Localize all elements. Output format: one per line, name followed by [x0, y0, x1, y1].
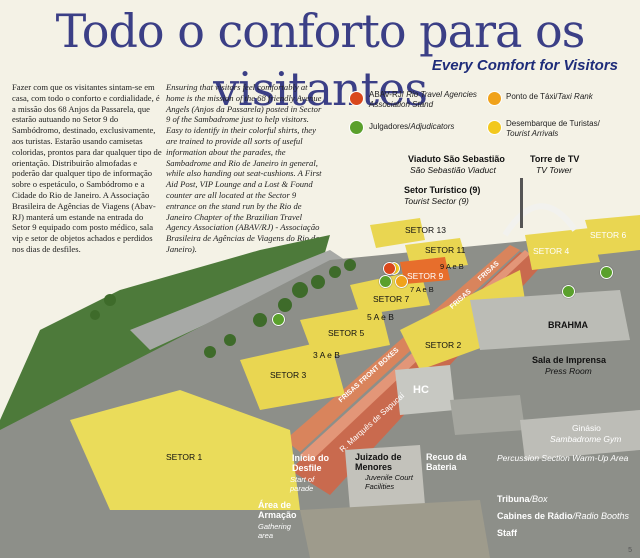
- recuo-label: Recuo da Bateria: [426, 452, 467, 472]
- setor-turistico-label: Setor Turístico (9): [404, 185, 481, 195]
- gym-building: [520, 410, 640, 460]
- tribuna-label-en: /Box: [529, 494, 548, 504]
- legend-taxi-pt: Ponto de Táxi/: [506, 92, 558, 101]
- frisas-front-boxes: [285, 245, 520, 452]
- torre-label: Torre de TV: [530, 154, 580, 164]
- page-number: 5: [628, 547, 632, 554]
- judges-pin[interactable]: [562, 285, 575, 298]
- setor-5ab-label: 5 A e B: [367, 312, 394, 322]
- brahma-label: BRAHMA: [548, 320, 588, 330]
- setor-9ab-label: 9 A e B: [440, 262, 464, 271]
- tourist-arrivals-icon: [487, 120, 502, 135]
- percussion-label: Percussion Section Warm-Up Area: [497, 453, 629, 463]
- tv-tower: [520, 178, 523, 228]
- legend-judges-text: Julgadores/Adjudicators: [369, 122, 499, 132]
- apotheosis-arch: [502, 203, 578, 237]
- radio-booths-label: Cabines de Rádio/Radio Booths: [497, 511, 629, 521]
- setor-9-label: SETOR 9: [407, 271, 444, 281]
- inicio-label: Início do Desfile: [292, 453, 329, 473]
- setor-2-stand: [400, 270, 530, 370]
- ginasio-label: Ginásio: [572, 423, 601, 433]
- viaduto-label: Viaduto São Sebastião: [408, 154, 505, 164]
- portuguese-text: Fazer com que os visitantes sintam-se em…: [12, 82, 162, 254]
- setor-1-stand: [70, 390, 300, 510]
- road: [130, 250, 345, 350]
- judges-pin[interactable]: [272, 313, 285, 326]
- legend-abav-pt: ABAV-RJ/: [369, 90, 404, 99]
- abav-stand-pin[interactable]: [383, 262, 396, 275]
- ginasio-label-en: Sambadrome Gym: [550, 434, 622, 444]
- setor-11-label: SETOR 11: [425, 245, 466, 255]
- viaduto-label-en: São Sebastião Viaduct: [410, 165, 496, 175]
- judges-icon: [349, 120, 364, 135]
- page-subtitle: Every Comfort for Visitors: [431, 57, 618, 74]
- juizado-building: [345, 445, 425, 510]
- judges-pin[interactable]: [379, 275, 392, 288]
- torre-label-en: TV Tower: [536, 165, 573, 175]
- legend-judges-en: Adjudicators: [410, 122, 455, 131]
- taxi-pin[interactable]: [395, 275, 408, 288]
- staff-label: Staff: [497, 528, 517, 538]
- taxi-icon: [487, 91, 502, 106]
- setor-6-label: SETOR 6: [590, 230, 627, 240]
- tribuna-label-pt: Tribuna: [497, 494, 530, 504]
- setor-2-label: SETOR 2: [425, 340, 462, 350]
- legend-tourist-pt: Desembarque de Turistas/: [506, 119, 600, 128]
- legend-taxi-en: Taxi Rank: [557, 92, 593, 101]
- judges-pin[interactable]: [600, 266, 613, 279]
- setor-9-stand: [400, 257, 450, 284]
- hc-label: HC: [413, 384, 429, 396]
- legend-tourist-text: Desembarque de Turistas/ Tourist Arrival…: [506, 119, 636, 138]
- setor-turistico-label-en: Tourist Sector (9): [404, 196, 469, 206]
- setor-4-stand: [525, 228, 600, 270]
- radio-booths-label-pt: Cabines de Rádio: [497, 511, 573, 521]
- brahma-building: [470, 290, 630, 350]
- legend-tourist-en: Tourist Arrivals: [506, 128, 559, 138]
- area-label: Área de Armação: [258, 500, 297, 520]
- setor-5-label: SETOR 5: [328, 328, 365, 338]
- setor-4-label: SETOR 4: [533, 246, 570, 256]
- hc-building: [395, 365, 455, 415]
- inicio-label-en: Start of parade: [290, 475, 315, 493]
- tribuna-label: Tribuna/Box: [497, 494, 548, 504]
- setor-7ab-label: 7 A e B: [410, 285, 434, 294]
- radio-booths-label-en: /Radio Booths: [572, 511, 630, 521]
- legend-abav-en: Rio Travel Agencies Association Stand: [369, 90, 477, 109]
- juizado-label: Juizado de Menores: [355, 452, 402, 472]
- setor-6-stand: [585, 215, 640, 255]
- sala-imprensa-label-en: Press Room: [545, 366, 592, 376]
- setor-13-label: SETOR 13: [405, 225, 446, 235]
- tribuna-building: [300, 500, 490, 558]
- setor-1-label: SETOR 1: [166, 452, 203, 462]
- legend-judges-pt: Julgadores/: [369, 122, 411, 131]
- setor-7-label: SETOR 7: [373, 294, 410, 304]
- sala-imprensa-label: Sala de Imprensa: [532, 355, 607, 365]
- setor-13-stand: [370, 218, 425, 248]
- setor-3-label: SETOR 3: [270, 370, 307, 380]
- english-text: Ensuring that visitors feel comfortably …: [166, 82, 322, 254]
- setor-3ab-label: 3 A e B: [313, 350, 340, 360]
- page-title: Todo o conforto para os visitantes: [55, 4, 586, 116]
- trees: [90, 259, 356, 358]
- legend-abav-text: ABAV-RJ/ Rio Travel Agencies Association…: [369, 90, 499, 109]
- abav-stand-icon: [349, 91, 364, 106]
- juizado-label-en: Juvenile Court Facilities: [365, 473, 413, 491]
- legend-taxi-text: Ponto de Táxi/Taxi Rank: [506, 92, 636, 102]
- area-label-en: Gathering area: [258, 522, 291, 540]
- setor-5-stand: [300, 305, 390, 360]
- press-room-building: [450, 395, 525, 435]
